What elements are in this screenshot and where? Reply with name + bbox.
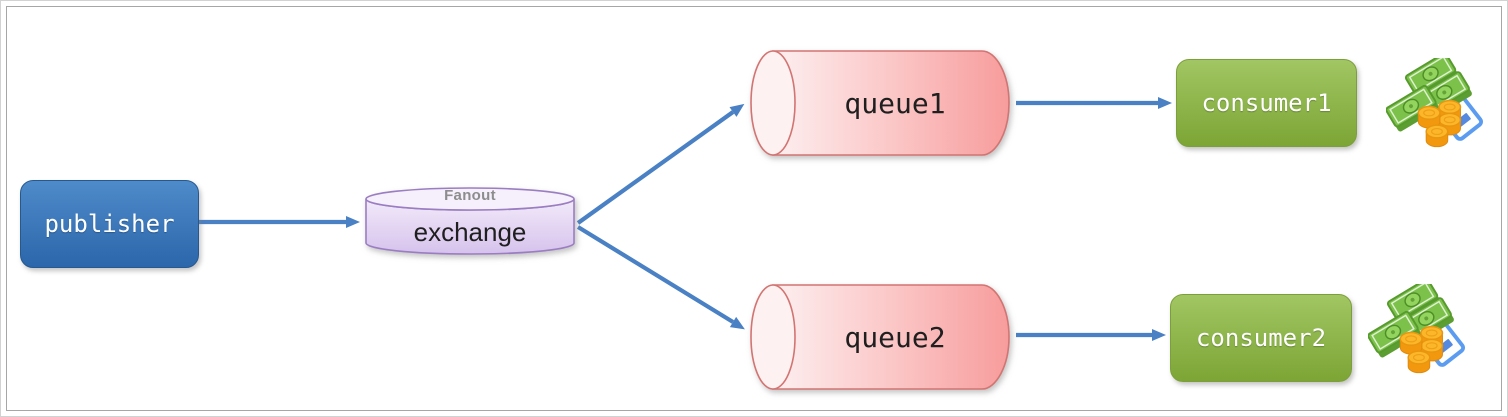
node-consumer1[interactable]: consumer1	[1176, 59, 1357, 147]
node-consumer2[interactable]: consumer2	[1170, 294, 1352, 382]
queue1-cylinder-shape	[750, 50, 1010, 156]
edge-exchange-queue2	[576, 225, 745, 330]
money-icon	[1368, 284, 1466, 382]
node-queue1[interactable]: queue1	[748, 49, 1014, 157]
exchange-cylinder-shape	[365, 187, 575, 255]
queue2-label: queue2	[844, 320, 946, 354]
node-exchange[interactable]: Fanout exchange	[364, 186, 576, 258]
consumer1-label: consumer1	[1201, 89, 1332, 117]
edge-exchange-queue1	[576, 103, 745, 225]
consumer2-label: consumer2	[1195, 324, 1327, 352]
node-publisher[interactable]: publisher	[20, 180, 199, 268]
queue1-label: queue1	[844, 86, 946, 120]
exchange-label: exchange	[413, 216, 527, 247]
money-icon	[1386, 58, 1484, 156]
publisher-label: publisher	[44, 210, 175, 238]
queue2-cylinder-shape	[750, 284, 1010, 390]
exchange-type-label: Fanout	[444, 187, 496, 204]
node-queue2[interactable]: queue2	[748, 283, 1014, 391]
